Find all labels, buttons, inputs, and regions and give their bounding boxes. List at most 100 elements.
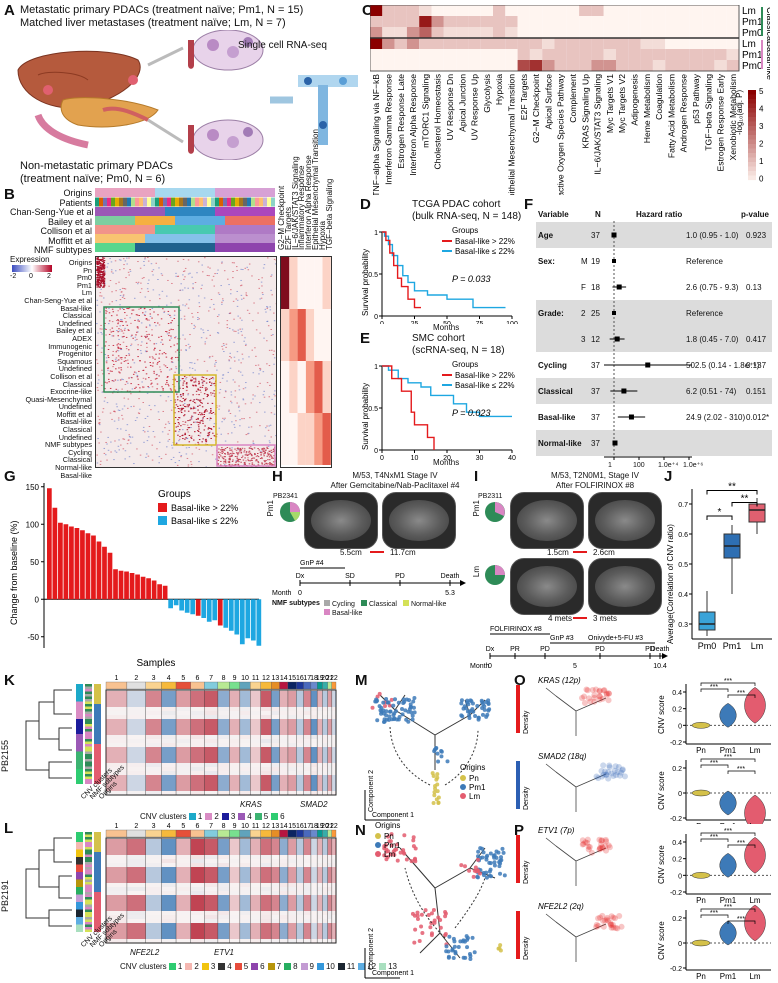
cnv-segment xyxy=(176,927,191,931)
heatmap-speck xyxy=(113,459,115,461)
cnv-segment xyxy=(161,711,177,715)
cell-point xyxy=(393,709,398,714)
km-xtick-label: 100 xyxy=(506,321,518,324)
cnv-segment xyxy=(296,907,304,911)
cnv-segment xyxy=(240,791,250,795)
cnv-segment xyxy=(217,875,230,879)
c-heat-cell xyxy=(652,5,666,16)
heatmap-speck xyxy=(204,257,206,259)
heatmap-speck xyxy=(109,280,112,282)
nmf-track-cell xyxy=(85,741,92,744)
violin-ytick-label: 0.4 xyxy=(672,690,682,697)
cnv-swatch xyxy=(300,963,308,971)
heatmap-speck xyxy=(151,459,154,461)
nmf-track-cell xyxy=(85,914,92,917)
origin-track-cell xyxy=(94,844,101,847)
cnv-segment xyxy=(260,915,272,919)
cnv-segment xyxy=(296,711,303,715)
panel-a-line1: Metastatic primary PDACs (treatment naïv… xyxy=(20,4,304,16)
heatmap-speck xyxy=(212,378,215,380)
cnv-segment xyxy=(106,883,127,887)
nmf-track-cell xyxy=(85,922,92,925)
c-col-label: Estrogen Response Late xyxy=(396,74,406,169)
violin-ytick-label: 0.2 xyxy=(672,916,682,923)
cnv-segment xyxy=(145,747,162,751)
heatmap-block-speck xyxy=(236,452,238,454)
cnv-segment xyxy=(279,723,288,727)
heatmap-block-speck xyxy=(103,266,106,268)
density-blob xyxy=(606,764,613,771)
cnv-segment xyxy=(145,751,162,755)
cnv-segment xyxy=(331,875,336,879)
heatmap-speck xyxy=(130,343,133,345)
cell-point xyxy=(453,949,458,954)
c-colorbar-seg xyxy=(748,130,756,136)
heatmap-block-speck xyxy=(182,404,185,406)
heatmap-speck xyxy=(192,316,194,318)
cnv-cluster-track-cell xyxy=(76,774,83,777)
heatmap-speck xyxy=(141,277,144,279)
chromosome-band xyxy=(317,829,323,838)
cnv-legend-item: 7 xyxy=(267,962,281,971)
cnv-segment xyxy=(271,847,280,851)
cnv-segment xyxy=(328,739,332,743)
heatmap-block-speck xyxy=(167,323,170,325)
violin xyxy=(719,853,737,878)
cnv-cluster-track-cell xyxy=(76,741,83,744)
heatmap-speck xyxy=(267,325,270,327)
heatmap-block-speck xyxy=(205,409,207,411)
heatmap-block-speck xyxy=(102,262,105,264)
heatmap-speck xyxy=(158,267,160,269)
patient-stripe xyxy=(167,197,171,207)
cnv-cluster-track-cell xyxy=(76,764,83,767)
chromosome-band xyxy=(322,829,328,838)
cell-point xyxy=(499,855,504,860)
cnv-cluster-track-cell xyxy=(76,769,83,772)
heatmap-block-speck xyxy=(99,279,101,281)
pathway-cell xyxy=(322,257,331,309)
trajectory-branch xyxy=(434,887,441,934)
cnv-segment xyxy=(322,699,328,703)
cnv-segment xyxy=(310,907,318,911)
chromosome-label: 11 xyxy=(252,675,259,682)
heatmap-speck xyxy=(230,402,233,404)
cnv-segment xyxy=(161,719,177,723)
b-legend-label: Bailey et al xyxy=(56,326,92,336)
cnv-segment xyxy=(327,863,332,867)
cell-point xyxy=(465,937,470,942)
violin-ytick-label: 0 xyxy=(678,723,682,730)
heatmap-block-speck xyxy=(176,399,179,401)
heatmap-block-speck xyxy=(96,271,99,273)
cnv-segment xyxy=(296,751,304,755)
cnv-segment xyxy=(311,911,317,915)
heatmap-speck xyxy=(194,326,196,328)
cnv-segment xyxy=(327,695,332,699)
c-heat-cell xyxy=(603,16,616,27)
cnv-segment xyxy=(229,755,240,759)
cnv-segment xyxy=(250,907,261,911)
origin-track-cell xyxy=(94,872,101,875)
nmf-track-cell xyxy=(85,897,92,900)
cell-point xyxy=(471,874,476,879)
nmf-track-cell xyxy=(85,731,92,734)
heatmap-speck xyxy=(118,338,120,340)
heatmap-speck xyxy=(270,289,272,291)
i-month-tick: 10.4 xyxy=(653,663,667,670)
heatmap-block-speck xyxy=(171,356,173,358)
cnv-cluster-track-cell xyxy=(76,924,83,927)
heatmap-speck xyxy=(158,305,160,307)
heatmap-speck xyxy=(210,394,213,396)
c-col-label: Apical Junction xyxy=(457,74,467,132)
cnv-segment xyxy=(190,907,205,911)
heatmap-speck xyxy=(246,309,249,311)
heatmap-block-speck xyxy=(250,447,253,449)
g-bar xyxy=(239,599,245,645)
cell-point xyxy=(459,698,464,703)
origin-track-cell xyxy=(94,909,101,912)
nmf-track-cell xyxy=(85,839,92,842)
heatmap-block-speck xyxy=(120,362,123,364)
heatmap-block-speck xyxy=(199,432,202,434)
heatmap-speck xyxy=(137,412,140,414)
heatmap-speck xyxy=(151,386,154,388)
cnv-segment xyxy=(229,899,240,903)
